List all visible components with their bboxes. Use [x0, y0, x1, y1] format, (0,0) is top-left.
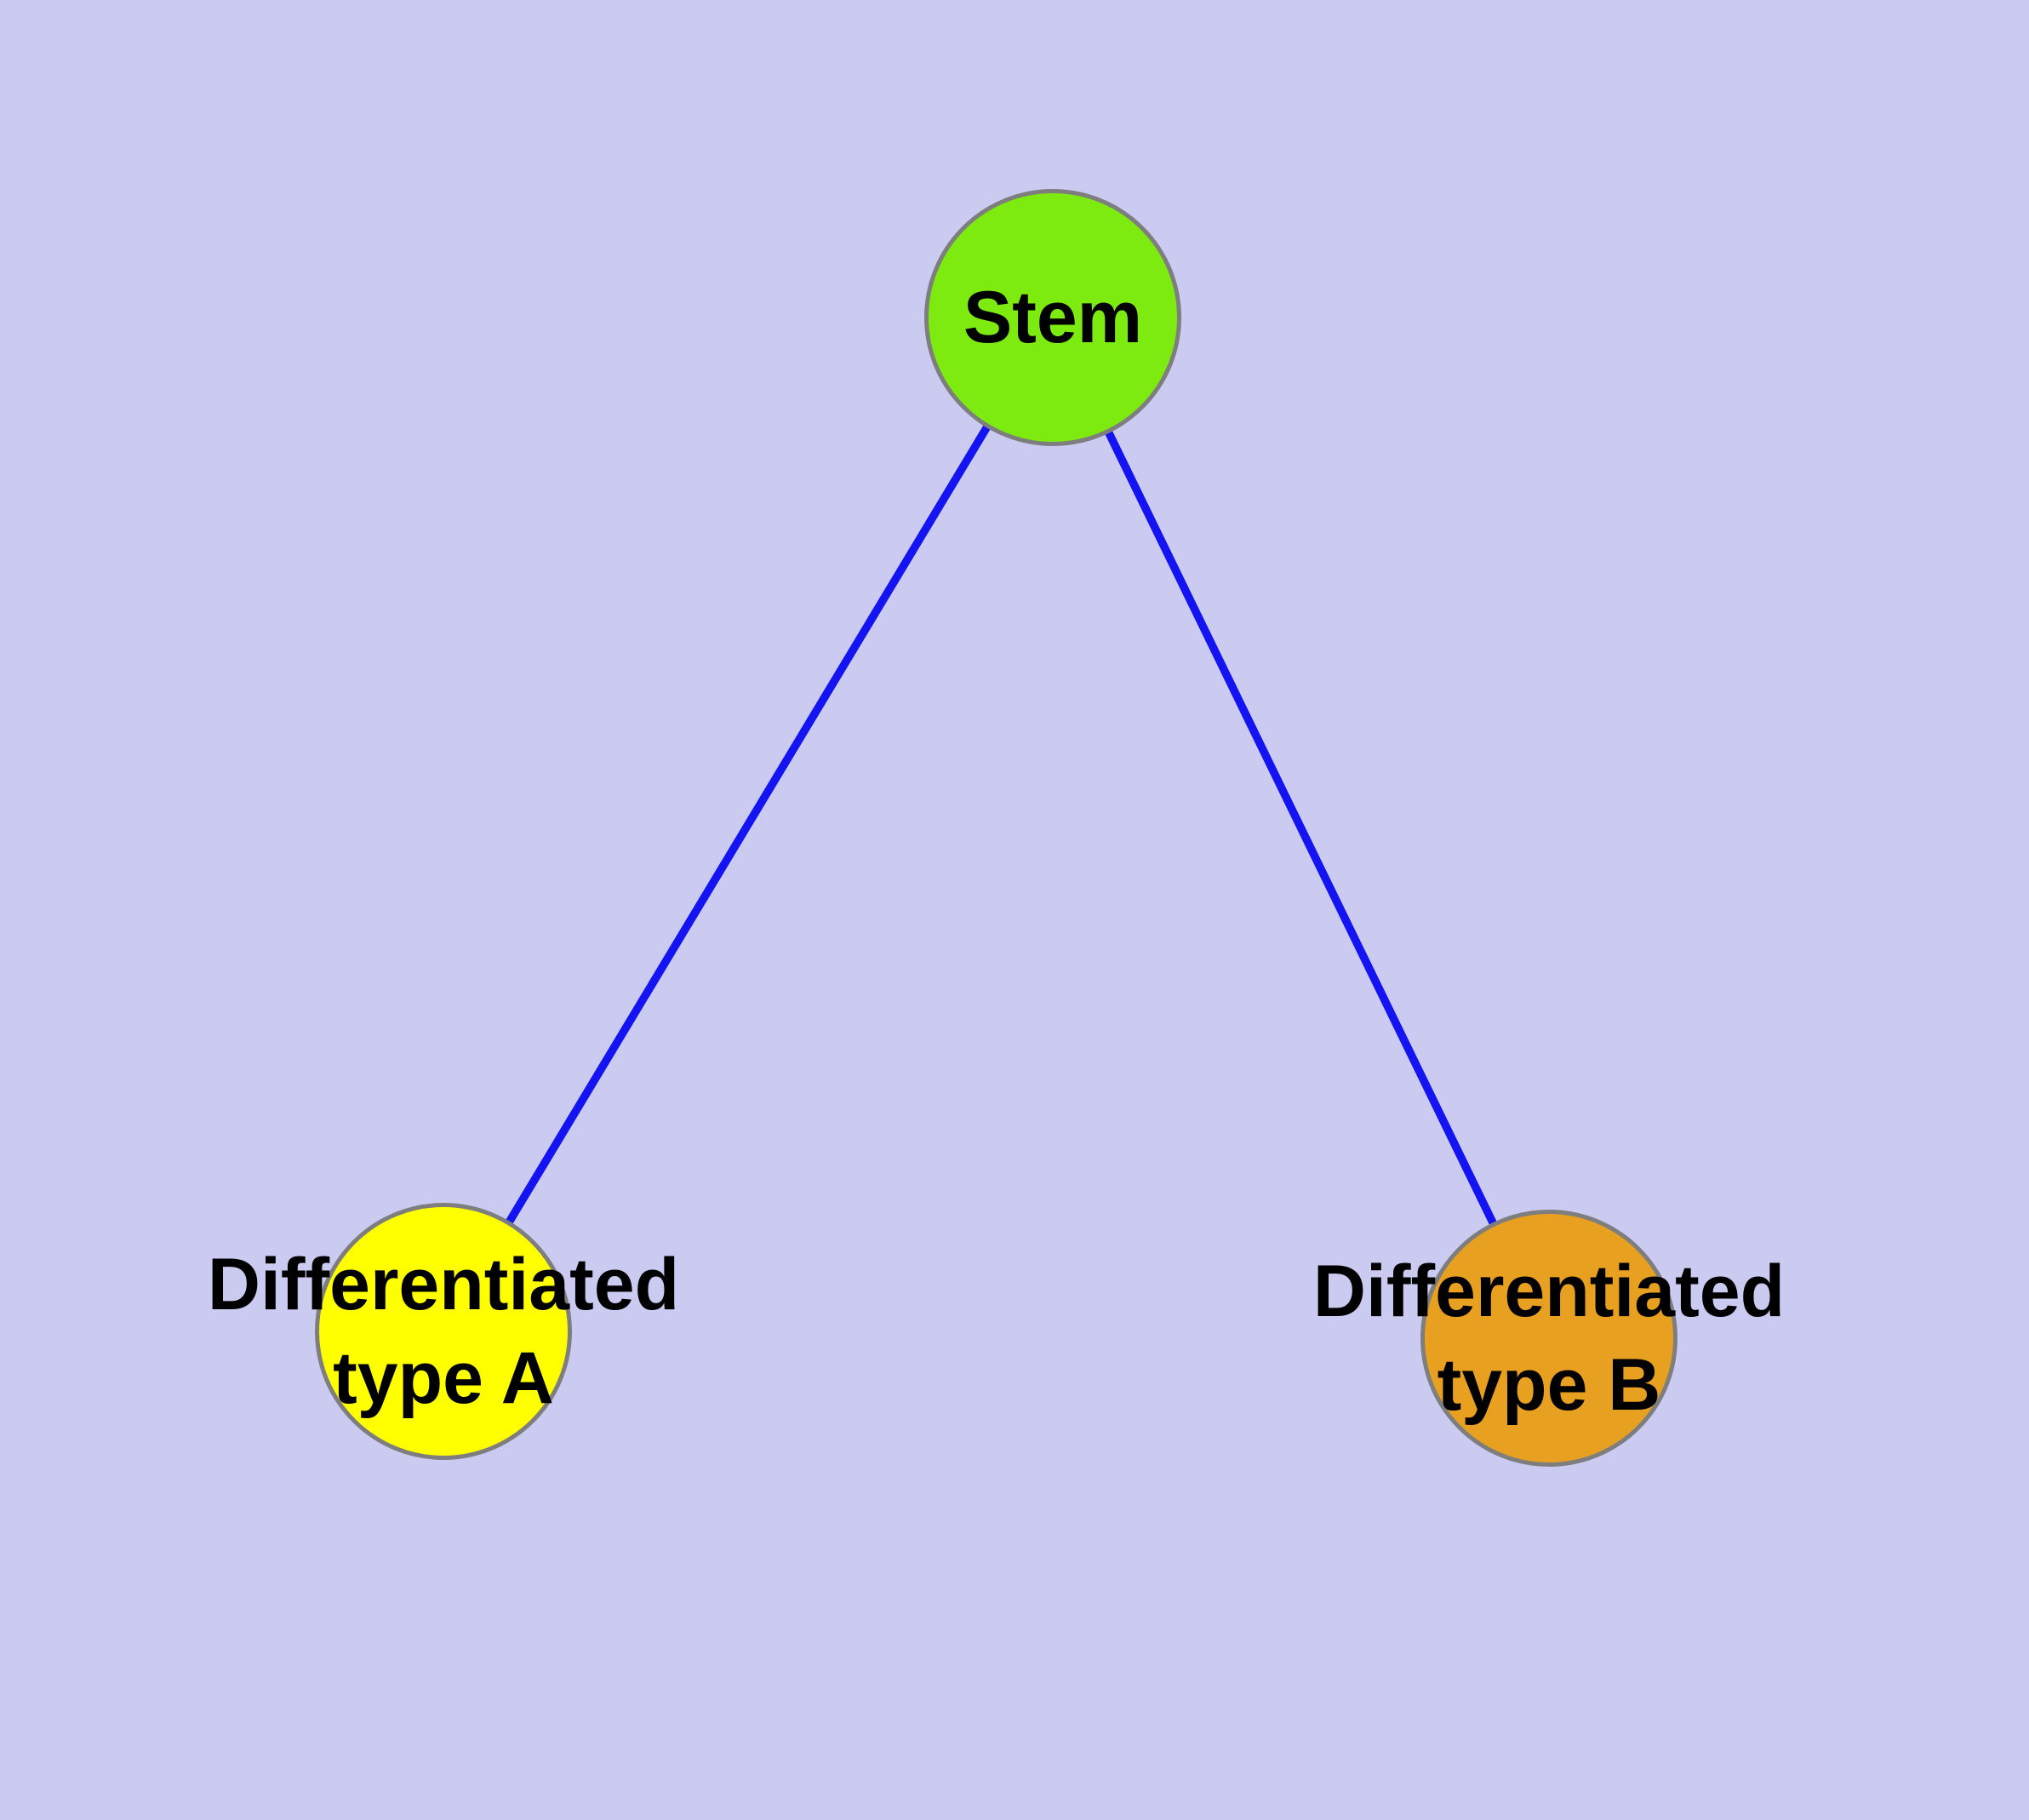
edge-stem-to-type-b	[1049, 315, 1553, 1341]
node-differentiated-type-a[interactable]	[315, 1203, 572, 1460]
node-differentiated-type-b[interactable]	[1420, 1210, 1677, 1467]
edge-stem-to-type-a	[439, 315, 1057, 1334]
node-type-a-label-line-1: Differentiated	[207, 1244, 680, 1325]
node-type-b-label-line-2: type B	[1437, 1344, 1661, 1426]
node-stem-label: Stem	[670, 271, 1436, 364]
node-type-a-label: Differentiated type A	[60, 1238, 826, 1425]
node-stem[interactable]	[924, 189, 1181, 446]
node-type-a-label-line-2: type A	[333, 1337, 554, 1419]
node-type-b-label-line-1: Differentiated	[1312, 1251, 1786, 1332]
node-stem-label-line-1: Stem	[963, 277, 1143, 358]
node-type-b-label: Differentiated type B	[1166, 1245, 1932, 1432]
